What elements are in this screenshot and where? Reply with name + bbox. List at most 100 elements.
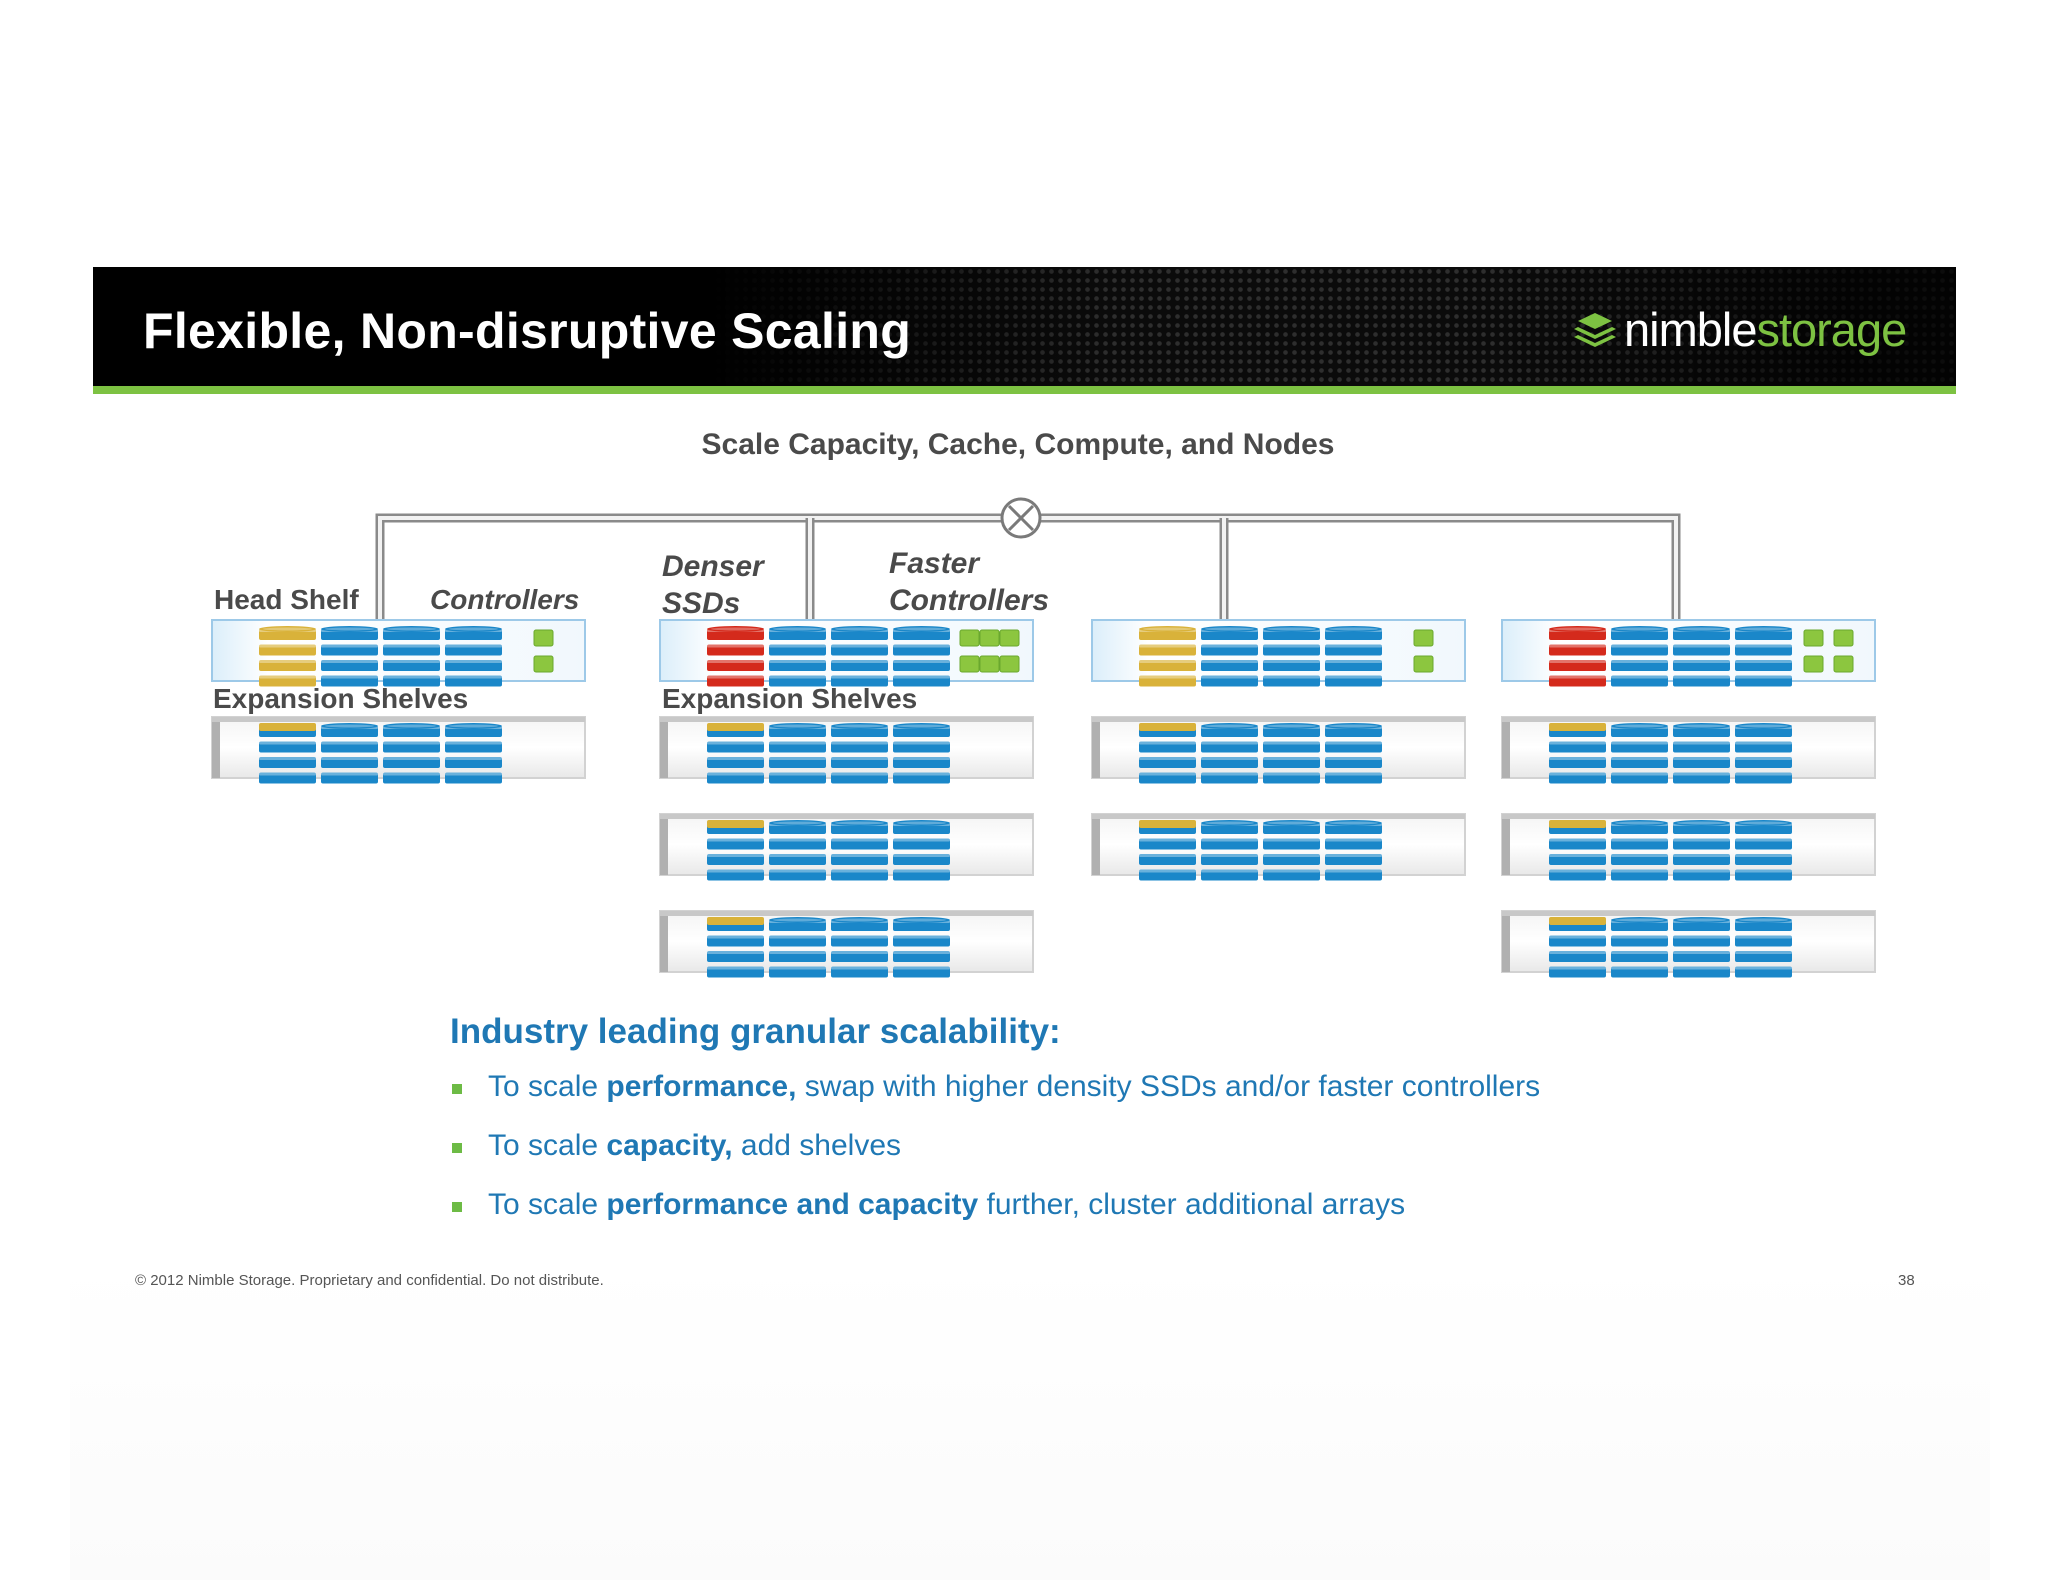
disk-highlight: [707, 757, 764, 760]
disk-highlight: [1735, 935, 1792, 939]
disk-platter: [321, 644, 378, 656]
disk-top-highlight: [1739, 724, 1788, 728]
disk-highlight: [1673, 869, 1730, 873]
disk-top-highlight: [897, 821, 946, 825]
disk-platter: [1735, 644, 1792, 656]
disk-platter: [1325, 660, 1382, 671]
disk-platter: [707, 644, 764, 656]
disk-stack: [1673, 917, 1730, 978]
disk-platter: [707, 869, 764, 881]
disk-highlight: [769, 741, 826, 745]
disk-highlight: [1673, 772, 1730, 776]
disk-highlight: [1263, 675, 1320, 679]
disk-platter: [1325, 741, 1382, 753]
disk-platter: [383, 629, 440, 640]
disk-highlight: [1201, 660, 1258, 663]
disk-highlight: [1139, 644, 1196, 648]
disk-highlight: [1201, 741, 1258, 745]
disk-top: [831, 917, 888, 923]
disk-highlight: [1549, 966, 1606, 970]
scalability-bullets: To scale performance, swap with higher d…: [452, 1070, 1540, 1247]
disk-highlight: [1263, 838, 1320, 842]
disk-highlight: [1201, 757, 1258, 760]
disk-highlight: [1263, 757, 1320, 760]
disk-highlight: [831, 741, 888, 745]
disk-platter: [769, 854, 826, 865]
disk-highlight: [445, 757, 502, 760]
disk-highlight: [707, 838, 764, 842]
disk-platter: [1549, 869, 1606, 881]
disk-platter: [831, 772, 888, 784]
disk-platter: [1263, 757, 1320, 768]
disk-stack: [445, 723, 502, 784]
disk-platter: [831, 966, 888, 978]
disk-platter: [1263, 838, 1320, 850]
disk-platter: [1735, 675, 1792, 687]
disk-platter: [321, 772, 378, 784]
disk-platter: [1735, 869, 1792, 881]
ssd-cache-disk: [707, 820, 764, 828]
disk-highlight: [321, 660, 378, 663]
stacked-layers-logo-icon: [1574, 313, 1616, 347]
disk-highlight: [1611, 854, 1668, 857]
disk-platter: [769, 966, 826, 978]
disk-highlight: [1611, 644, 1668, 648]
expansion-shelf: [1091, 813, 1466, 881]
bullet-emphasis: performance,: [606, 1070, 797, 1103]
disk-top: [1611, 723, 1668, 729]
disk-platter: [1673, 869, 1730, 881]
disk-platter: [1549, 966, 1606, 978]
disk-platter: [1549, 935, 1606, 947]
controller-led-icon: [1803, 629, 1824, 647]
disk-platter: [1673, 838, 1730, 850]
bullet-emphasis: capacity,: [606, 1129, 733, 1162]
disk-highlight: [893, 772, 950, 776]
disk-platter: [1263, 675, 1320, 687]
disk-highlight: [1325, 741, 1382, 745]
disk-platter: [769, 935, 826, 947]
disk-top-highlight: [449, 724, 498, 728]
label-denser-ssds: Denser SSDs: [662, 548, 764, 622]
expansion-shelf-edge: [660, 911, 668, 972]
disk-highlight: [1549, 854, 1606, 857]
disk-highlight: [831, 966, 888, 970]
label-expansion-shelves-2: Expansion Shelves: [662, 683, 918, 714]
disk-top-highlight: [835, 821, 884, 825]
disk-highlight: [1201, 869, 1258, 873]
disk-stack: [1611, 917, 1668, 978]
disk-platter: [769, 823, 826, 834]
disk-highlight: [1549, 869, 1606, 873]
disk-platter: [1139, 644, 1196, 656]
disk-stack: [445, 626, 502, 687]
disk-platter: [321, 757, 378, 768]
bullet-text: add shelves: [732, 1129, 902, 1162]
disk-highlight: [1611, 772, 1668, 776]
disk-top: [383, 626, 440, 632]
switch-cross-icon: [1007, 504, 1035, 532]
disk-top-highlight: [1615, 918, 1664, 922]
disk-platter: [769, 675, 826, 687]
disk-platter: [1673, 823, 1730, 834]
disk-platter: [1735, 629, 1792, 640]
ssd-cache-disk: [1549, 917, 1606, 925]
disk-highlight: [893, 757, 950, 760]
expansion-shelf: [1501, 716, 1876, 784]
disk-top: [1611, 626, 1668, 632]
disk-highlight: [1673, 660, 1730, 663]
disk-highlight: [893, 644, 950, 648]
disk-stack: [1201, 626, 1258, 687]
disk-top-highlight: [387, 627, 436, 631]
disk-top-highlight: [1615, 627, 1664, 631]
disk-highlight: [1139, 854, 1196, 857]
disk-platter: [383, 644, 440, 656]
disk-top-highlight: [1677, 821, 1726, 825]
disk-platter: [707, 660, 764, 671]
disk-stack: [1611, 626, 1668, 687]
disk-highlight: [831, 772, 888, 776]
disk-highlight: [1201, 644, 1258, 648]
disk-platter: [1325, 629, 1382, 640]
disk-top-highlight: [1205, 821, 1254, 825]
disk-platter: [1735, 772, 1792, 784]
disk-highlight: [893, 675, 950, 679]
disk-platter: [893, 966, 950, 978]
